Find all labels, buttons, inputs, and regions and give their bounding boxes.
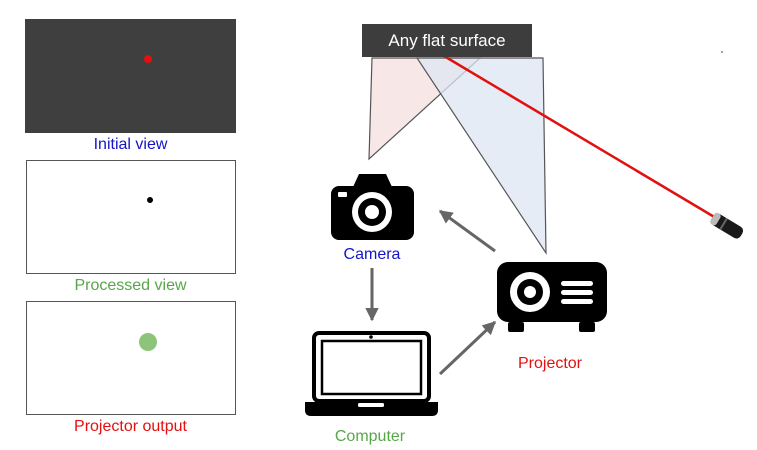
initial-view-dot — [144, 55, 152, 63]
camera-icon — [331, 174, 414, 240]
laser-pointer-icon — [710, 212, 744, 239]
laptop-icon — [305, 331, 438, 416]
processed-view-panel — [26, 160, 236, 274]
laser-beam — [443, 54, 717, 220]
camera-label: Camera — [343, 246, 401, 263]
speck — [721, 51, 723, 53]
projector-output-dot — [139, 333, 157, 351]
projector-label: Projector — [517, 355, 583, 372]
computer-label: Computer — [334, 428, 406, 445]
projector-fov-cone — [415, 57, 547, 256]
arrow-computer-to-projector — [438, 320, 497, 376]
processed-view-dot — [147, 197, 153, 203]
projector-output-panel — [26, 301, 236, 415]
projector-icon — [497, 262, 607, 332]
arrow-projector-to-camera — [438, 209, 496, 253]
initial-view-panel — [25, 19, 236, 133]
projector-output-label: Projector output — [74, 418, 187, 435]
processed-view-label: Processed view — [74, 277, 187, 294]
initial-view-label: Initial view — [93, 136, 168, 153]
flat-surface-box: Any flat surface — [362, 24, 532, 57]
